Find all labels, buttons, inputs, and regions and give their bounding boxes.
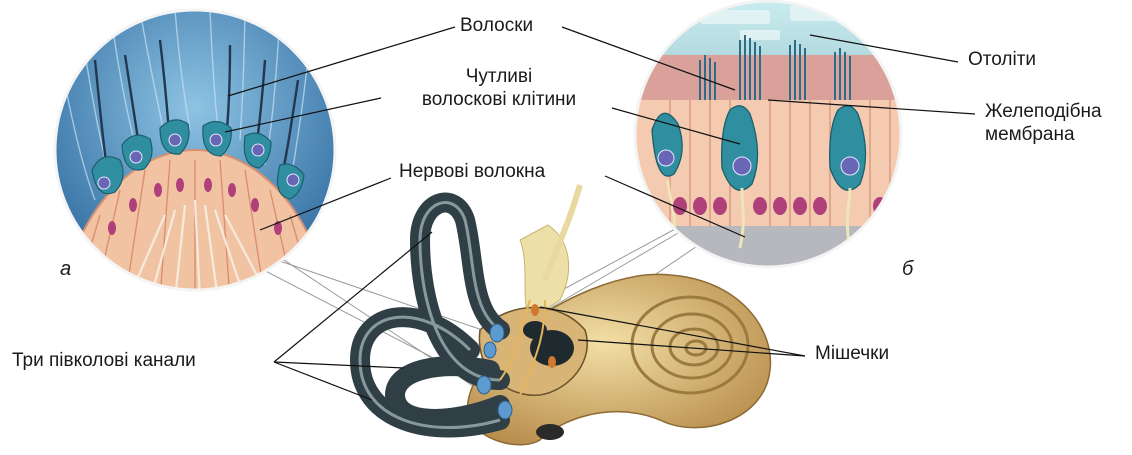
label-gel-membrane: Желеподібна мембрана — [985, 101, 1102, 147]
crista-ampullaris-detail — [55, 10, 335, 300]
label-sensitive-cells-line1: Чутливі — [384, 66, 614, 89]
label-membrane-line2: мембрана — [985, 124, 1102, 147]
label-hairs: Волоски — [460, 15, 533, 38]
panel-label-a: а — [60, 257, 71, 281]
panel-label-b: б — [902, 257, 913, 281]
macula-detail — [630, 1, 910, 276]
label-semicircular-canals: Три півколові канали — [12, 350, 196, 373]
label-sensitive-hair-cells: Чутливі волоскові клітини — [384, 66, 614, 112]
label-sacs: Мішечки — [815, 343, 889, 366]
label-otoliths: Отоліти — [968, 49, 1036, 72]
label-sensitive-cells-line2: волоскові клітини — [384, 89, 614, 112]
label-nerve-fibers: Нервові волокна — [399, 161, 545, 184]
label-membrane-line1: Желеподібна — [985, 101, 1102, 124]
